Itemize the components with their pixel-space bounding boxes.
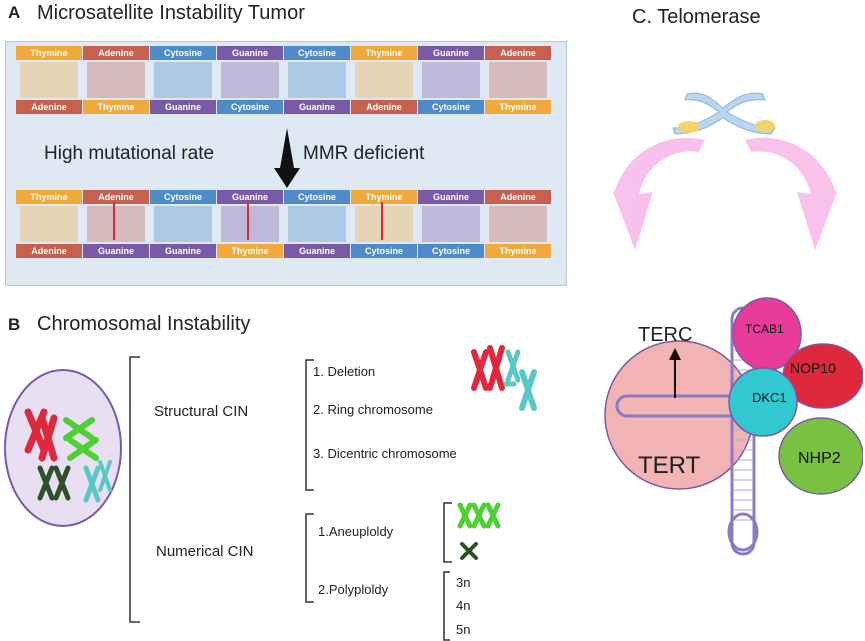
ploidy-4n: 4n xyxy=(456,598,471,613)
panel-c-title: C. Telomerase xyxy=(632,6,761,28)
bottom-base-label: Cytosine xyxy=(217,100,283,114)
base-pair-shape xyxy=(422,62,480,98)
main-bracket xyxy=(129,356,140,623)
polyploidy-bracket xyxy=(443,571,450,641)
polyploidy-item: 2.Polyploldy xyxy=(318,582,389,597)
mutation-arrow-icon xyxy=(247,202,249,240)
bottom-base-label: Thymine xyxy=(83,100,149,114)
bottom-base-label: Adenine xyxy=(351,100,417,114)
down-arrow-icon xyxy=(274,128,300,188)
base-pair-shape xyxy=(489,62,547,98)
red-chromosome-icon xyxy=(24,408,58,462)
tcab1-label: TCAB1 xyxy=(745,322,784,336)
bottom-base-label: Adenine xyxy=(16,100,82,114)
pink-arrows-icon xyxy=(613,137,837,250)
panel-b-title: Chromosomal Instability xyxy=(37,313,251,335)
top-base-label: Guanine xyxy=(418,46,484,60)
bottom-base-label: Adenine xyxy=(16,244,82,258)
structural-bracket xyxy=(305,359,314,491)
base-pair-shape xyxy=(288,206,346,242)
top-base-label: Adenine xyxy=(485,46,551,60)
top-base-label: Cytosine xyxy=(150,46,216,60)
terc-label: TERC xyxy=(638,324,693,346)
nhp2-ellipse xyxy=(778,417,863,495)
base-pair-shape xyxy=(355,206,413,242)
ploidy-5n: 5n xyxy=(456,622,471,637)
nop10-label: NOP10 xyxy=(790,360,836,376)
top-base-label: Thymine xyxy=(16,46,82,60)
aneuploidy-item: 1.Aneuploldy xyxy=(318,524,394,539)
top-base-label: Thymine xyxy=(351,46,417,60)
top-base-label: Guanine xyxy=(217,46,283,60)
top-base-label: Guanine xyxy=(217,190,283,204)
base-pair-shape xyxy=(221,206,279,242)
bottom-base-label: Cytosine xyxy=(418,244,484,258)
bottom-base-label: Guanine xyxy=(83,244,149,258)
telomerase-diagram xyxy=(604,92,863,556)
top-base-label: Guanine xyxy=(418,190,484,204)
top-base-label: Thymine xyxy=(351,190,417,204)
bottom-base-label: Cytosine xyxy=(351,244,417,258)
structural-chromosomes-icon xyxy=(471,345,520,391)
top-base-label: Adenine xyxy=(83,46,149,60)
cin-diagram xyxy=(4,345,520,641)
panel-a-letter: A xyxy=(8,3,21,22)
numerical-cin-label: Numerical CIN xyxy=(156,543,254,560)
bottom-base-label: Thymine xyxy=(485,100,551,114)
bottom-base-label: Guanine xyxy=(284,244,350,258)
top-base-label: Adenine xyxy=(83,190,149,204)
ring-chromosome-item: 2. Ring chromosome xyxy=(313,402,433,417)
base-pair-shape xyxy=(422,206,480,242)
base-pair-shape xyxy=(87,62,145,98)
top-base-label: Thymine xyxy=(16,190,82,204)
numerical-bracket xyxy=(305,513,314,603)
base-pair-shape xyxy=(87,206,145,242)
ploidy-3n: 3n xyxy=(456,575,471,590)
bottom-base-label: Guanine xyxy=(150,244,216,258)
base-pair-shape xyxy=(221,62,279,98)
structural-cin-label: Structural CIN xyxy=(154,403,249,420)
high-mutational-rate-label: High mutational rate xyxy=(44,143,215,164)
bottom-base-label: Guanine xyxy=(284,100,350,114)
bottom-base-label: Guanine xyxy=(150,100,216,114)
aneuploidy-chromosomes-icon xyxy=(457,502,501,560)
mutation-arrow-icon xyxy=(113,202,115,240)
cell-circle xyxy=(4,369,122,527)
bottom-base-label: Cytosine xyxy=(418,100,484,114)
bottom-base-label: Thymine xyxy=(485,244,551,258)
base-pair-shape xyxy=(154,62,212,98)
base-pair-shape xyxy=(288,62,346,98)
tert-label: TERT xyxy=(638,452,701,479)
chromosome-icon xyxy=(672,92,776,135)
panel-a-title: Microsatellite Instability Tumor xyxy=(37,2,305,24)
green-chromosome-icon xyxy=(63,417,99,461)
base-pair-shape xyxy=(20,206,78,242)
mmr-deficient-label: MMR deficient xyxy=(303,143,425,164)
top-base-label: Adenine xyxy=(485,190,551,204)
dkc1-circle xyxy=(728,367,798,437)
dkc1-label: DKC1 xyxy=(752,390,787,405)
dark-green-chromosome-icon xyxy=(37,465,71,501)
base-pair-shape xyxy=(489,206,547,242)
bottom-base-label: Thymine xyxy=(217,244,283,258)
deletion-item: 1. Deletion xyxy=(313,364,376,379)
base-pair-shape xyxy=(20,62,78,98)
top-base-label: Cytosine xyxy=(284,190,350,204)
aneuploidy-bracket xyxy=(443,502,452,563)
teal-chromosome-icon xyxy=(83,460,112,503)
base-pair-shape xyxy=(355,62,413,98)
base-pair-shape xyxy=(154,206,212,242)
mutation-arrow-icon xyxy=(381,202,383,240)
nhp2-label: NHP2 xyxy=(798,450,841,467)
top-base-label: Cytosine xyxy=(150,190,216,204)
panel-b-letter: B xyxy=(8,315,21,334)
top-base-label: Cytosine xyxy=(284,46,350,60)
teal-deletion-chromosome-icon xyxy=(519,369,537,411)
dicentric-chromosome-item: 3. Dicentric chromosome xyxy=(313,446,457,461)
